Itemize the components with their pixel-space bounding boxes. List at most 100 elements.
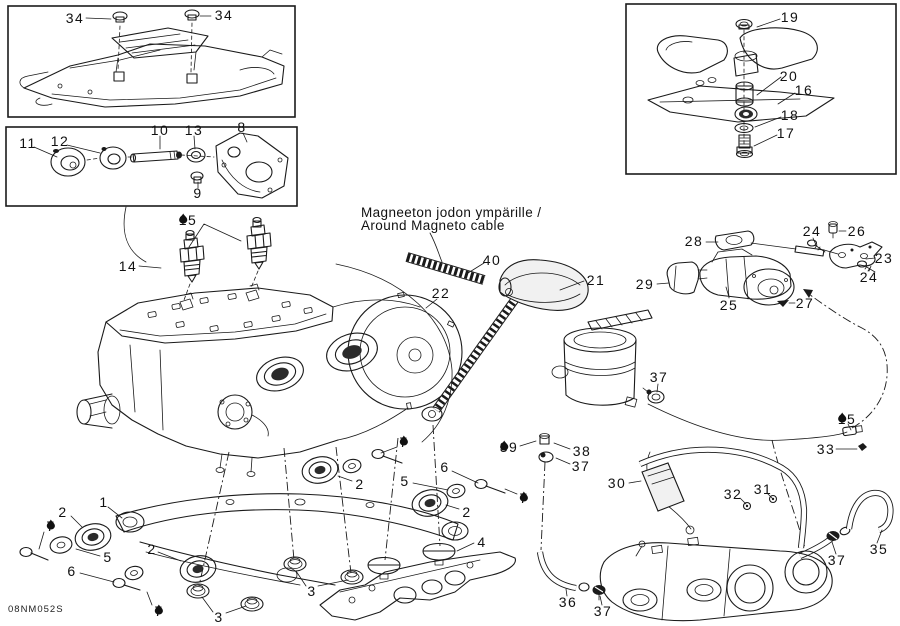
- lubricant-drop-icon: [399, 435, 408, 446]
- part-number: 6: [67, 563, 77, 579]
- rubber-mounts: [74, 456, 449, 583]
- part-callout-inset2-13: 13: [185, 123, 204, 137]
- part-callout-main-25: 25: [720, 298, 739, 312]
- part-number: 17: [776, 125, 796, 141]
- part-callout-main-39: 39: [500, 440, 519, 454]
- mount-bracket-assembly: [19, 448, 506, 612]
- magneto-note-line2: Around Magneto cable: [361, 218, 505, 233]
- part-callout-main-33: 33: [817, 442, 836, 456]
- part-number: 6: [440, 459, 450, 475]
- part-callout-main-6-left: 6: [67, 564, 76, 578]
- part-callout-main-7-bottom: 7: [154, 604, 163, 618]
- part-number: 5: [103, 549, 113, 565]
- part-callout-main-38: 38: [573, 444, 592, 458]
- part-callout-main-7-center: 7: [399, 435, 408, 449]
- part-number: 37: [593, 603, 613, 619]
- part-number: 18: [780, 107, 800, 123]
- part-callout-main-29: 29: [636, 277, 655, 291]
- starter-handle: [421, 259, 589, 422]
- part-callout-inset1-34-a: 34: [66, 11, 85, 25]
- inset-switch-drawing: [50, 132, 289, 199]
- part-number: 3: [214, 609, 224, 625]
- part-callout-main-1: 1: [99, 495, 108, 509]
- part-number: 5: [400, 473, 410, 489]
- part-number: 13: [184, 122, 204, 138]
- part-callout-inset2-11: 11: [19, 136, 37, 150]
- part-number: 11: [19, 135, 37, 151]
- part-number: 38: [572, 443, 592, 459]
- inset-sensor-mount-drawing: [647, 18, 835, 159]
- part-callout-main-2-midleft: 2: [147, 542, 156, 556]
- part-number: 26: [847, 223, 867, 239]
- part-callout-main-5-left: 5: [103, 550, 112, 564]
- washers: [49, 458, 466, 581]
- part-number: 2: [355, 476, 365, 492]
- skid-plate: [319, 551, 516, 621]
- part-callout-main-5-center: 5: [400, 474, 409, 488]
- part-callout-main-3-center: 3: [307, 584, 316, 598]
- part-callout-main-3-left: 3: [214, 610, 223, 624]
- part-number: 8: [237, 119, 247, 135]
- throttle-housing-assembly: [666, 221, 883, 307]
- part-callout-inset3-18: 18: [781, 108, 800, 122]
- part-number: 37: [571, 458, 591, 474]
- leader-lines: [33, 15, 883, 614]
- part-callout-main-36: 36: [559, 595, 578, 609]
- part-callout-main-6-center: 6: [440, 460, 449, 474]
- part-callout-main-22: 22: [432, 286, 451, 300]
- part-number: 24: [802, 223, 822, 239]
- part-number: 33: [816, 441, 836, 457]
- part-number: 40: [482, 252, 502, 268]
- part-callout-main-31: 31: [754, 482, 773, 496]
- part-callout-main-15-right: 15: [838, 412, 857, 426]
- part-callout-main-24-a: 24: [803, 224, 822, 238]
- part-number: 25: [719, 297, 739, 313]
- carburetors: [599, 494, 833, 622]
- diagram-code: 08NM052S: [8, 604, 64, 615]
- part-callout-main-26: 26: [848, 224, 867, 238]
- part-number: 4: [477, 534, 487, 550]
- part-number: 28: [684, 233, 704, 249]
- part-number: 9: [193, 185, 203, 201]
- lubricant-drop-icon: [500, 440, 509, 451]
- part-callout-inset3-16: 16: [795, 83, 814, 97]
- lubricant-drop-icon: [519, 491, 528, 502]
- part-number: 27: [795, 295, 815, 311]
- part-number: 29: [635, 276, 655, 292]
- part-callout-main-4: 4: [477, 535, 486, 549]
- part-number: 31: [753, 481, 773, 497]
- lubricant-drop-icon: [838, 412, 847, 423]
- part-callout-main-7-right: 7: [519, 491, 528, 505]
- part-callout-inset3-19: 19: [781, 10, 800, 24]
- canister: [551, 309, 665, 408]
- part-callout-main-2-centerleft: 2: [355, 477, 364, 491]
- part-callout-main-35: 35: [870, 542, 889, 556]
- part-number: 2: [58, 504, 68, 520]
- part-number: 23: [874, 250, 894, 266]
- part-number: 21: [586, 272, 606, 288]
- part-callout-main-32: 32: [724, 487, 743, 501]
- part-number: 34: [214, 7, 234, 23]
- part-callout-main-37-canister: 37: [650, 370, 669, 384]
- part-number: 2: [462, 504, 472, 520]
- part-callout-inset2-8: 8: [237, 120, 246, 134]
- part-callout-main-37-bottomright: 37: [828, 553, 847, 567]
- part-callout-main-14: 14: [119, 259, 138, 273]
- part-number: 32: [723, 486, 743, 502]
- part-number: 35: [869, 541, 889, 557]
- part-callout-inset2-9: 9: [193, 186, 202, 200]
- flange-nuts: [186, 556, 364, 612]
- lubricant-drop-icon: [154, 604, 163, 615]
- spark-plugs: [179, 216, 272, 301]
- part-number: 19: [780, 9, 800, 25]
- magneto-cable-arc: [123, 206, 453, 443]
- corrugated-tube: [405, 232, 486, 285]
- inset-chassis-drawing: [19, 9, 285, 108]
- part-callout-inset3-20: 20: [780, 69, 799, 83]
- part-callout-main-37-under38: 37: [572, 459, 591, 473]
- part-number: 3: [307, 583, 317, 599]
- part-number: 37: [827, 552, 847, 568]
- part-number: 34: [65, 10, 85, 26]
- part-callout-main-37-bottomcenter: 37: [594, 604, 613, 618]
